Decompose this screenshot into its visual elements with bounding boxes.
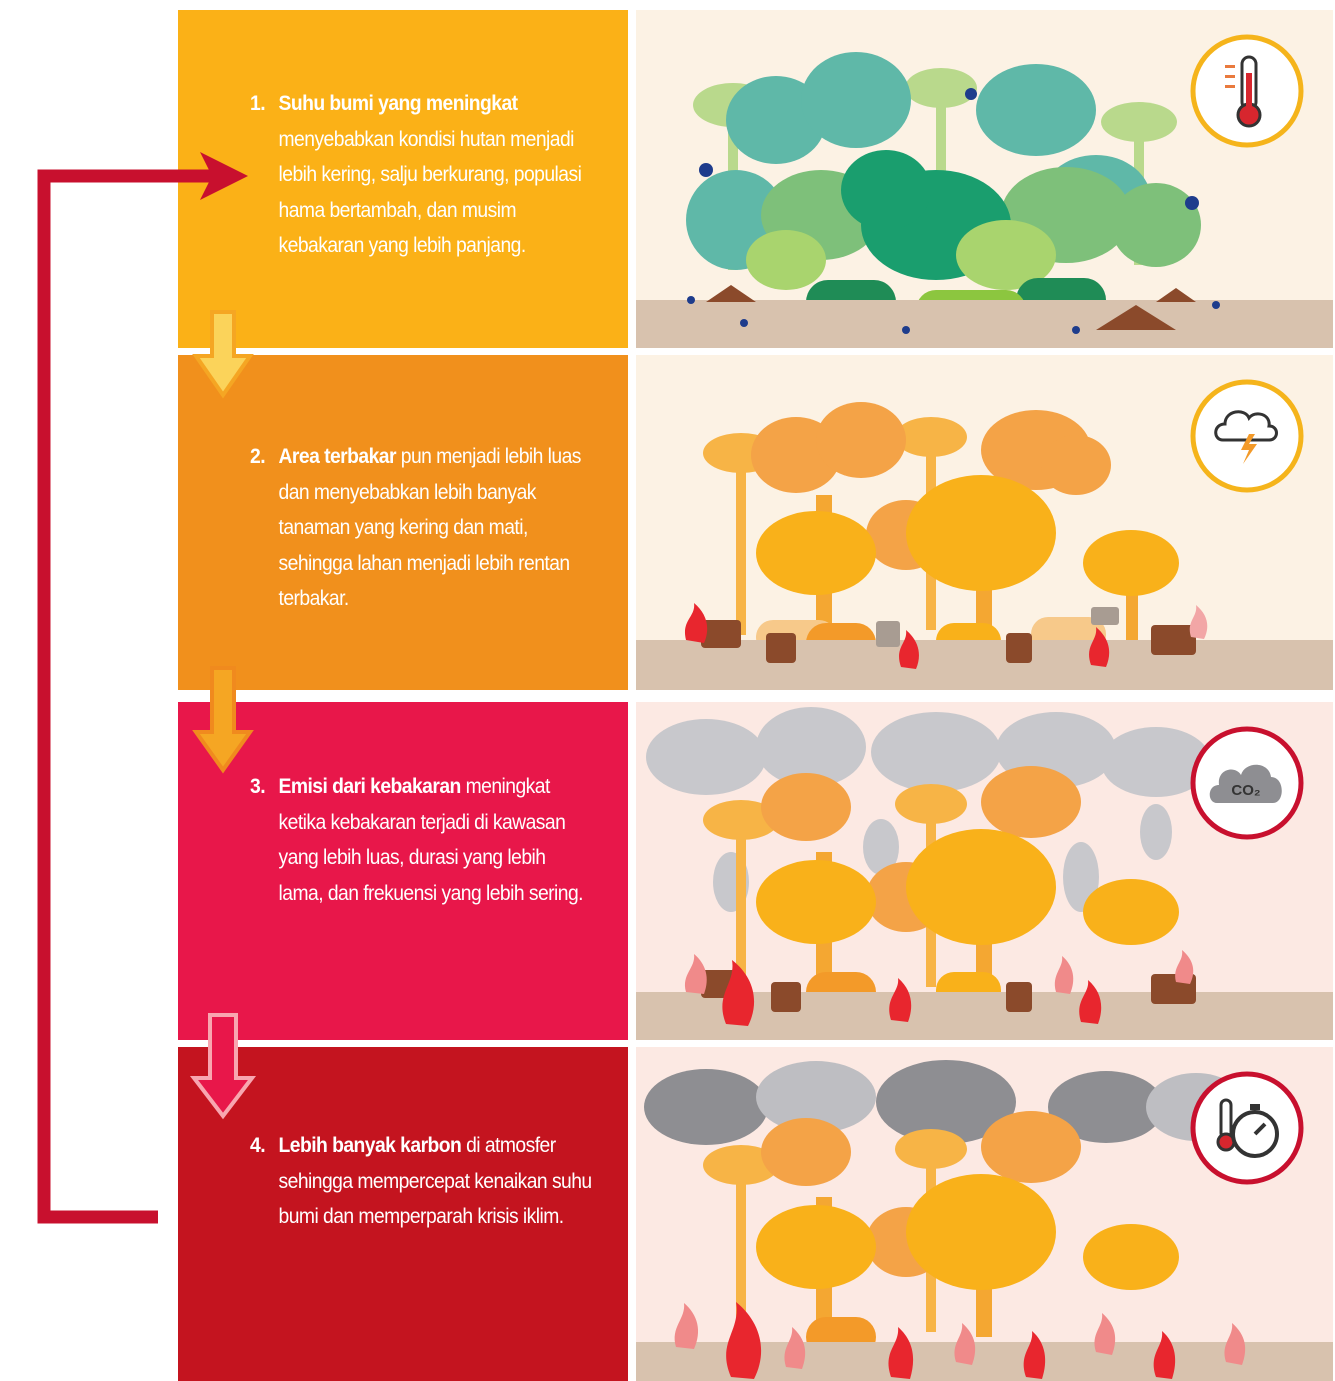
step-1-title: Suhu bumi yang meningkat (278, 92, 519, 115)
step-4-text: 4. Lebih banyak karbon di atmosfer sehin… (250, 1128, 592, 1235)
storm-cloud-lightning-icon (1189, 378, 1305, 494)
co2-cloud-icon: CO₂ (1189, 725, 1305, 841)
step-3-number: 3. (250, 775, 266, 798)
down-arrow-3 (189, 1013, 257, 1120)
step-4-panel (178, 1047, 628, 1381)
step-3-scene: CO₂ (636, 702, 1333, 1040)
step-4-description: di atmosfer sehingga mempercepat kenaika… (278, 1134, 593, 1228)
step-1-row: 1. Suhu bumi yang meningkat menyebabkan … (0, 10, 1335, 348)
loop-back-arrow (37, 152, 248, 1224)
step-1-text: 1. Suhu bumi yang meningkat menyebabkan … (250, 86, 592, 264)
step-4-scene (636, 1047, 1333, 1381)
healthy-forest-illustration (636, 52, 1333, 348)
step-3-row: 3. Emisi dari kebakaran meningkat ketika… (0, 702, 1335, 1040)
step-1-panel (178, 10, 628, 348)
flow-arrows (37, 152, 257, 1224)
step-2-row: 2. Area terbakar pun menjadi lebih luas … (0, 355, 1335, 690)
step-2-title: Area terbakar (278, 445, 397, 468)
down-arrow-1 (192, 310, 254, 399)
heavy-fire-illustration (636, 1060, 1333, 1381)
step-2-panel (178, 355, 628, 690)
step-3-text: 3. Emisi dari kebakaran meningkat ketika… (250, 769, 592, 911)
step-2-number: 2. (250, 445, 266, 468)
step-2-scene (636, 355, 1333, 690)
burning-forest-illustration (636, 707, 1333, 1040)
step-3-title: Emisi dari kebakaran (278, 775, 462, 798)
step-4-title: Lebih banyak karbon (278, 1134, 462, 1157)
step-4-row: 4. Lebih banyak karbon di atmosfer sehin… (0, 1047, 1335, 1381)
step-3-description: meningkat ketika kebakaran terjadi di ka… (278, 775, 584, 905)
thermometer-stopwatch-icon (1189, 1070, 1305, 1186)
co2-label: CO₂ (1231, 782, 1260, 799)
step-2-text: 2. Area terbakar pun menjadi lebih luas … (250, 439, 592, 617)
step-3-panel (178, 702, 628, 1040)
step-1-description: menyebabkan kondisi hutan menjadi lebih … (278, 127, 582, 258)
step-2-description: pun menjadi lebih luas dan menyebabkan l… (278, 445, 582, 610)
step-4-number: 4. (250, 1134, 266, 1157)
step-1-number: 1. (250, 92, 266, 115)
thermometer-icon (1189, 33, 1305, 149)
step-1-scene (636, 10, 1333, 348)
dry-forest-illustration (636, 402, 1333, 690)
down-arrow-2 (192, 666, 254, 774)
